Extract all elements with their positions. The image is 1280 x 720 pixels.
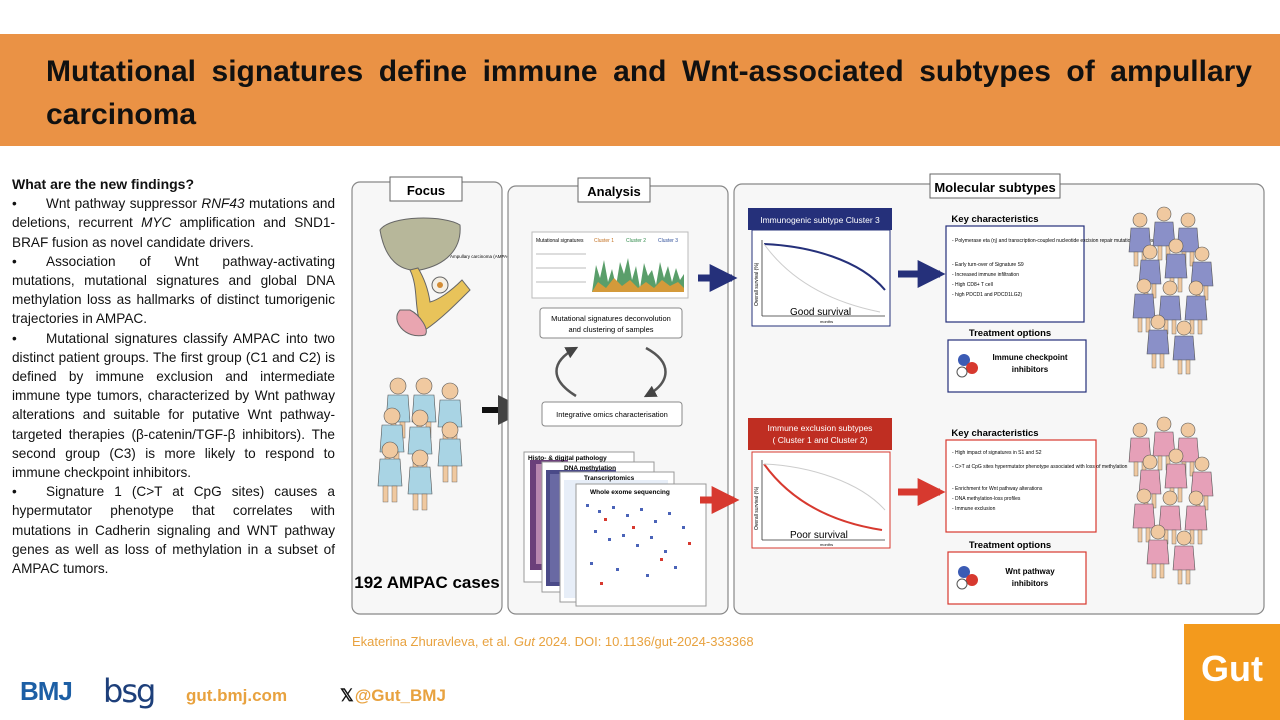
x-handle-link[interactable]: 𝕏@Gut_BMJ [340,686,446,705]
immunogenic-survival-curve [763,243,886,291]
svg-text:- C>T at CpG sites hypermutato: - C>T at CpG sites hypermutator phenotyp… [952,464,1128,470]
cycle-arrows [555,346,667,398]
step-integrative [541,401,683,427]
svg-text:- Early turn-over of Signature: - Early turn-over of Signature S9 [952,262,1024,268]
analysis-header-label: Analysis [587,184,640,199]
svg-text:Overall survival (%): Overall survival (%) [754,486,760,530]
title-banner [0,34,1280,146]
step-deconvolution [539,307,683,339]
immunogenic-kc-list: - Polymerase eta (η) and transcription-c… [952,238,1164,298]
svg-text:- High CD8+ T cell: - High CD8+ T cell [952,282,993,288]
immunogenic-label-box [748,208,892,230]
exclusion-km-plot [751,451,891,549]
focus-header [389,176,463,202]
immunogenic-treatment-line2: inhibitors [1012,365,1049,374]
svg-text:- DNA methylation-loss profile: - DNA methylation-loss profiles [952,496,1021,502]
exclusion-label-line1: Immune exclusion subtypes [768,423,873,433]
exclusion-treatment-line1: Wnt pathway [1005,567,1055,576]
gut-journal-logo[interactable]: Gut [1184,624,1280,720]
findings-heading: What are the new findings? [12,176,195,192]
exclusion-survival-label: Poor survival [790,530,848,541]
svg-text:Overall survival (%): Overall survival (%) [754,262,760,306]
focus-header-label: Focus [407,183,445,198]
site-link[interactable]: gut.bmj.com [186,686,288,705]
layer-histo: Histo- & digital pathology [528,455,607,462]
immunogenic-treatment-line1: Immune checkpoint [992,353,1067,362]
bmj-logo[interactable]: BMJ [20,676,73,706]
exclusion-treatment-line2: inhibitors [1012,579,1049,588]
layer-wes: Whole exome sequencing [590,489,670,496]
exclusion-kc-list: - High impact of signatures in S1 and S2… [952,450,1128,512]
layer-transcriptomics: Transcriptomics [584,475,635,482]
svg-text:Cluster 3: Cluster 3 [658,238,678,244]
svg-text:- high PDCD1 and PDCD1LG2): - high PDCD1 and PDCD1LG2) [952,292,1022,298]
graphical-abstract: Focus Ampullary carcinoma (AMPAC) 192 AM… [351,173,1265,615]
svg-text:Cluster 1: Cluster 1 [594,238,614,244]
svg-text:- High impact of signatures in: - High impact of signatures in S1 and S2 [952,450,1042,456]
immunogenic-kc-box [945,225,1085,323]
immunogenic-kc-heading: Key characteristics [951,214,1038,225]
finding-item: •Association of Wnt pathway-activating m… [12,253,335,327]
signature-plot-thumbnail: Mutational signatures Cluster 1 Cluster … [531,231,689,299]
pill-icon [956,354,978,378]
finding-item: •Signature 1 (C>T at CpG sites) causes a… [12,484,335,577]
finding-item: •Mutational signatures classify AMPAC in… [12,330,335,481]
layer-methylation: DNA methylation [564,465,616,472]
exclusion-survival-curve [763,463,883,531]
citation: Ekaterina Zhuravleva, et al. Gut 2024. D… [352,634,754,649]
svg-text:- Enrichment for Wnt pathway a: - Enrichment for Wnt pathway alterations [952,486,1043,492]
finding-item: •Wnt pathway suppressor RNF43 mutations … [12,196,336,250]
step-deconvolution-line2: and clustering of samples [568,325,653,334]
exclusion-label-line2: ( Cluster 1 and Cluster 2) [773,435,868,445]
immunogenic-km-plot [751,229,891,327]
page-title: Mutational signatures define immune and … [46,55,1252,131]
organ-illustration [379,217,471,337]
exclusion-kc-heading: Key characteristics [951,428,1038,439]
immunogenic-treatment-heading: Treatment options [969,328,1051,339]
exclusion-label-box [748,418,892,450]
pill-icon [956,566,978,590]
step-integrative-label: Integrative omics characterisation [556,410,668,419]
svg-text:months: months [820,319,833,324]
subtypes-header [929,173,1061,199]
organ-label: Ampullary carcinoma (AMPAC) [450,254,512,259]
svg-text:- Increased immune infiltratio: - Increased immune infiltration [952,272,1019,278]
immunogenic-label: Immunogenic subtype Cluster 3 [760,215,880,225]
svg-text:Cluster 2: Cluster 2 [626,238,646,244]
svg-text:months: months [820,542,833,547]
x-icon: 𝕏 [340,686,354,705]
cases-label: 192 AMPAC cases [354,573,500,592]
exclusion-treatment-heading: Treatment options [969,540,1051,551]
analysis-header [577,177,651,203]
step-deconvolution-line1: Mutational signatures deconvolution [551,314,671,323]
svg-text:Mutational signatures: Mutational signatures [536,238,584,244]
omics-layers: Histo- & digital pathology DNA methylati… [523,451,707,607]
immunogenic-survival-label: Good survival [790,307,851,318]
bsg-logo[interactable]: bsg [103,672,156,710]
exclusion-kc-box [945,439,1097,533]
svg-text:- Immune exclusion: - Immune exclusion [952,506,996,512]
findings-panel: What are the new findings? •Wnt pathway … [12,175,335,578]
subtypes-header-label: Molecular subtypes [934,180,1055,195]
svg-text:- Polymerase eta (η) and trans: - Polymerase eta (η) and transcription-c… [952,238,1164,244]
